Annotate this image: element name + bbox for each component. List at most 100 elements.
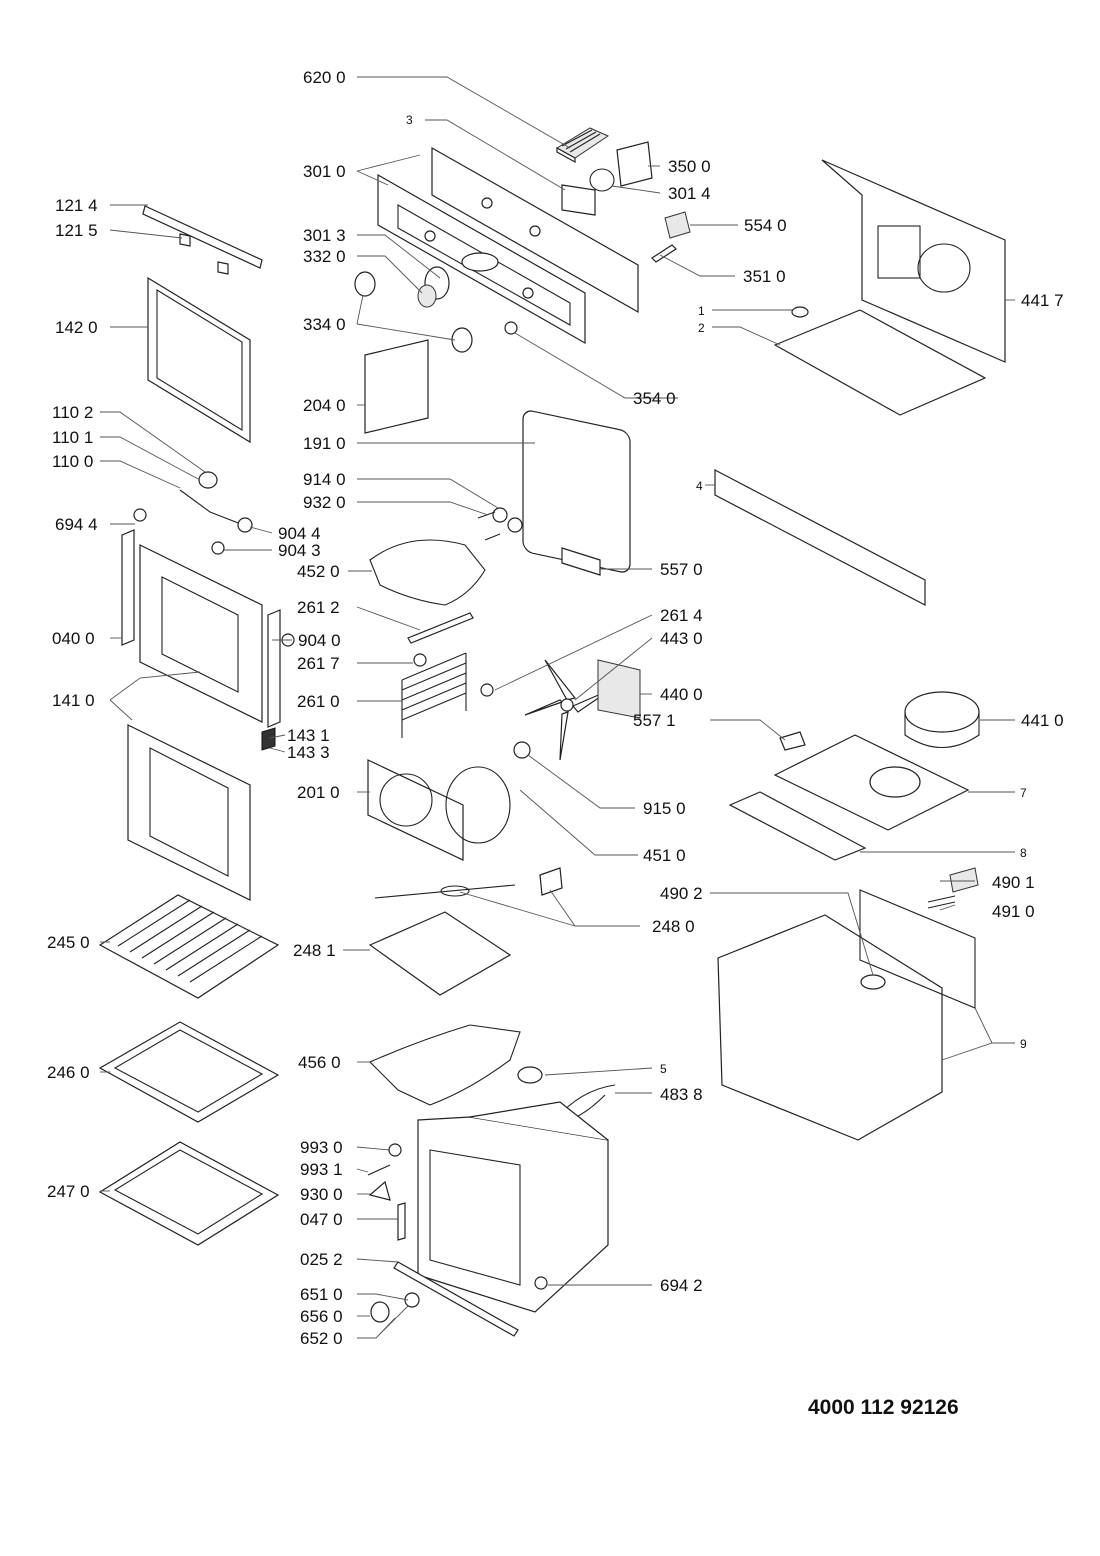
part-456-0-bottom-element	[369, 1024, 521, 1106]
label-904-3: 904 3	[278, 541, 321, 560]
part-248-1-rotisserie-frame	[368, 911, 512, 996]
label-191-0: 191 0	[303, 434, 346, 453]
label-247-0: 247 0	[47, 1182, 90, 1201]
label-620-0: 620 0	[303, 68, 346, 87]
label-350-0: 350 0	[668, 157, 711, 176]
label-694-2: 694 2	[660, 1276, 703, 1295]
part-8-front-strip	[728, 791, 867, 861]
label-993-0: 993 0	[300, 1138, 343, 1157]
part-694-2-foot	[534, 1276, 548, 1290]
part-142-0-outer-glass	[147, 276, 251, 444]
part-914-0-nut	[492, 507, 508, 523]
part-7-top-plate	[773, 734, 970, 831]
part-694-4-cap	[133, 508, 147, 522]
label-490-2: 490 2	[660, 884, 703, 903]
part-301-0-control-panel-front	[377, 173, 586, 345]
label-1: 1	[698, 304, 705, 318]
part-441-0-cooling-fan	[904, 691, 980, 749]
part-557-0-thermostat	[561, 547, 601, 576]
part-452-0-grill-element	[369, 539, 486, 606]
label-451-0: 451 0	[643, 846, 686, 865]
part-040-0-door-side	[121, 529, 135, 646]
label-993-1: 993 1	[300, 1160, 343, 1179]
label-554-0: 554 0	[744, 216, 787, 235]
label-143-1: 143 1	[287, 726, 330, 745]
part-351-0-sensor	[651, 244, 677, 263]
label-9: 9	[1020, 1037, 1027, 1051]
part-2-base-tray	[773, 309, 987, 416]
label-443-0: 443 0	[660, 629, 703, 648]
part-247-0-deep-tray	[98, 1141, 280, 1246]
part-121-5-clips	[179, 233, 229, 275]
label-8: 8	[1020, 846, 1027, 860]
part-350-0-programmer	[616, 141, 653, 187]
label-441-7: 441 7	[1021, 291, 1064, 310]
part-557-1-thermostat	[779, 731, 806, 751]
label-351-0: 351 0	[743, 267, 786, 286]
leader-lines	[100, 76, 1015, 1339]
part-904-4-screw	[237, 517, 253, 533]
label-3: 3	[406, 113, 413, 127]
label-914-0: 914 0	[303, 470, 346, 489]
part-332-0-bushing	[417, 284, 437, 308]
part-261-0-side-racks	[401, 652, 467, 738]
label-301-4: 301 4	[668, 184, 711, 203]
part-248-0-rotisserie-spit	[374, 867, 563, 899]
part-261-7-clip	[413, 653, 427, 667]
part-245-0-wire-shelf	[98, 894, 280, 999]
label-301-0: 301 0	[303, 162, 346, 181]
part-620-0-terminal-block	[556, 127, 610, 164]
part-drawings	[98, 127, 1006, 1337]
label-141-0: 141 0	[52, 691, 95, 710]
label-483-8: 483 8	[660, 1085, 703, 1104]
part-443-0-fan-blade	[524, 659, 611, 761]
part-930-0-clip	[368, 1180, 391, 1201]
label-651-0: 651 0	[300, 1285, 343, 1304]
label-261-7: 261 7	[297, 654, 340, 673]
part-110-0-hinge	[179, 489, 247, 527]
label-491-0: 491 0	[992, 902, 1035, 921]
label-110-2: 110 2	[52, 403, 93, 422]
part-191-0-door-gasket	[522, 410, 631, 573]
part-554-0-switch	[664, 211, 691, 239]
label-694-4: 694 4	[55, 515, 98, 534]
label-652-0: 652 0	[300, 1329, 343, 1348]
part-334-0-knobs	[354, 271, 473, 353]
part-354-0-lamp	[504, 321, 518, 335]
label-2: 2	[698, 321, 705, 335]
label-261-2: 261 2	[297, 598, 340, 617]
part-451-0-circular-element	[445, 766, 511, 844]
label-656-0: 656 0	[300, 1307, 343, 1326]
part-oven-cavity	[417, 1101, 609, 1313]
label-204-0: 204 0	[303, 396, 346, 415]
part-143-1-hinge-catch	[261, 727, 276, 751]
label-201-0: 201 0	[297, 783, 340, 802]
label-110-0: 110 0	[52, 452, 93, 471]
label-4: 4	[696, 479, 703, 493]
label-452-0: 452 0	[297, 562, 340, 581]
label-261-0: 261 0	[297, 692, 340, 711]
label-490-1: 490 1	[992, 873, 1035, 892]
part-440-0-fan-motor	[597, 659, 641, 719]
label-354-0: 354 0	[633, 389, 676, 408]
part-1-grommet	[791, 306, 809, 318]
label-7: 7	[1020, 786, 1027, 800]
part-141-0-door-glass-lower	[127, 724, 251, 901]
document-code: 4000 112 92126	[808, 1396, 959, 1419]
part-025-2-trim	[393, 1261, 519, 1337]
label-332-0: 332 0	[303, 247, 346, 266]
callout-labels: 620 0 3 301 0 350 0 301 4 121 4 121 5 55…	[47, 68, 1064, 1419]
part-915-0-nut	[513, 741, 531, 759]
label-143-3: 143 3	[287, 743, 330, 762]
label-248-1: 248 1	[293, 941, 336, 960]
part-656-0-knob	[370, 1301, 390, 1323]
label-904-4: 904 4	[278, 524, 321, 543]
part-141-0-door-glass-upper	[139, 544, 263, 723]
label-440-0: 440 0	[660, 685, 703, 704]
label-334-0: 334 0	[303, 315, 346, 334]
label-246-0: 246 0	[47, 1063, 90, 1082]
part-4-bracket	[714, 469, 926, 606]
part-651-0-bushing	[404, 1292, 420, 1308]
label-557-1: 557 1	[633, 711, 676, 730]
